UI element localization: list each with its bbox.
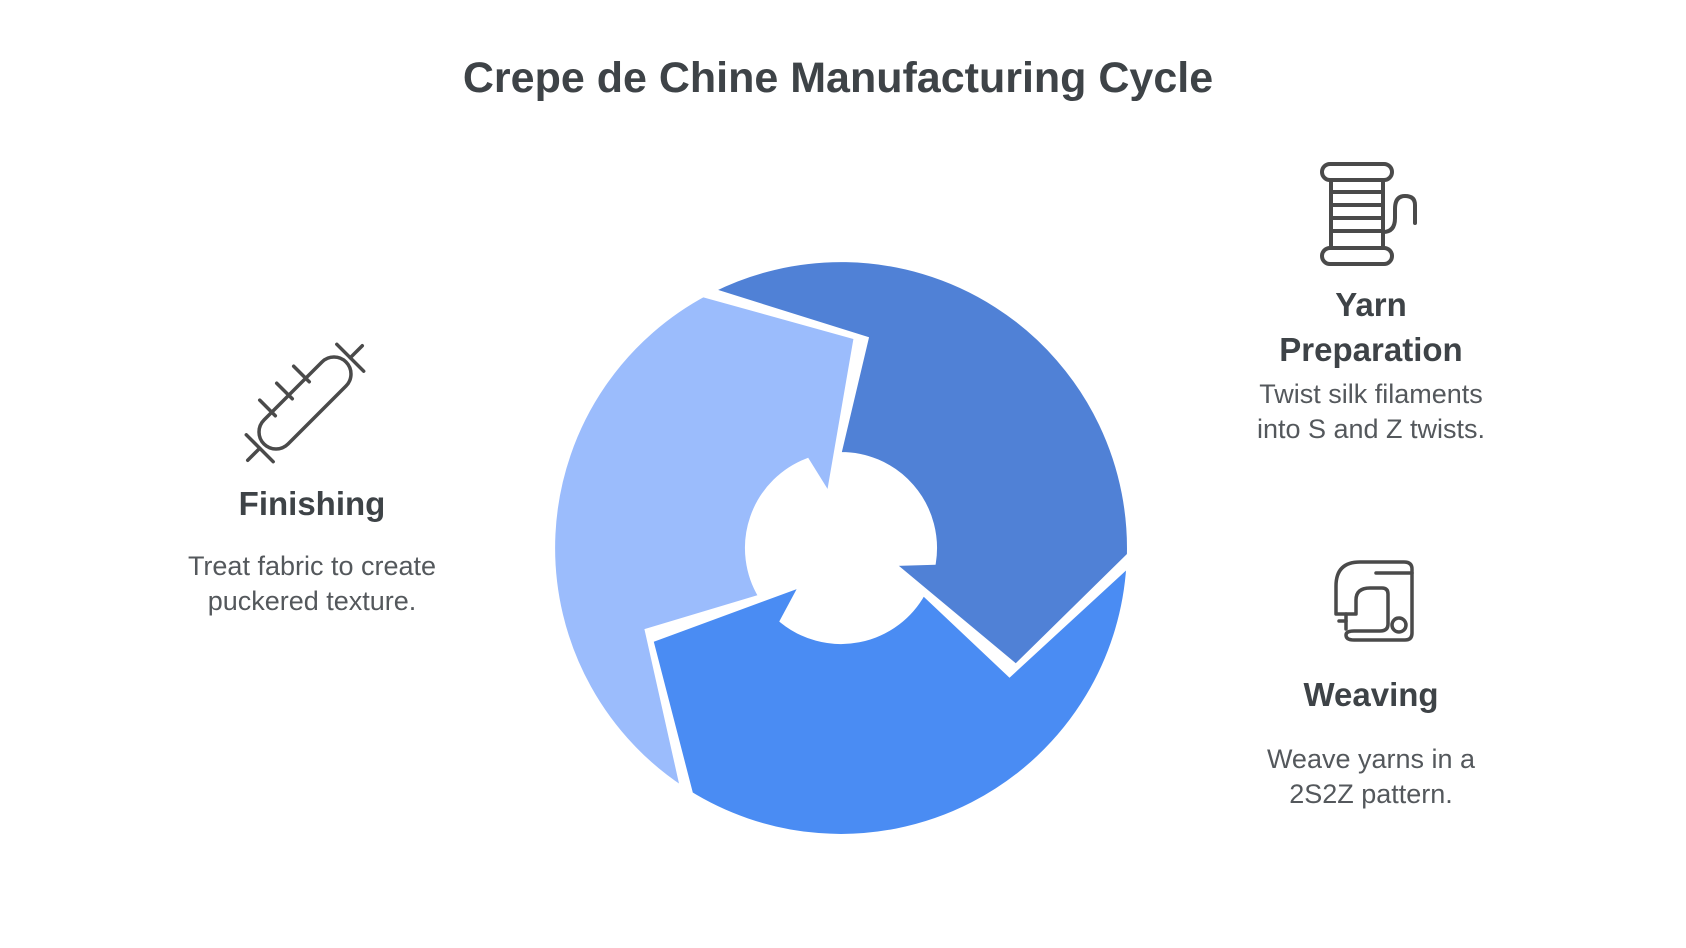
sewing-machine-icon [1334, 560, 1414, 642]
cycle-diagram [551, 258, 1167, 844]
step-description-weaving: Weave yarns in a 2S2Z pattern. [1266, 744, 1476, 809]
page-title: Crepe de Chine Manufacturing Cycle [462, 54, 1214, 102]
step-label-weaving: Weaving [1303, 676, 1439, 713]
syringe-icon [244, 342, 366, 464]
cycle-arrow-yarn-segment [707, 258, 1167, 669]
yarn-spool-icon [1320, 162, 1417, 266]
step-label-finishing: Finishing [238, 485, 386, 522]
step-description-yarn-preparation: Twist silk filaments into S and Z twists… [1256, 379, 1486, 444]
cycle-arrow-finishing-segment [551, 279, 858, 793]
step-label-yarn-preparation: Yarn Preparation [1279, 286, 1463, 368]
cycle-arrow-weaving-segment [649, 560, 1131, 844]
step-description-finishing: Treat fabric to create puckered texture. [187, 551, 437, 616]
